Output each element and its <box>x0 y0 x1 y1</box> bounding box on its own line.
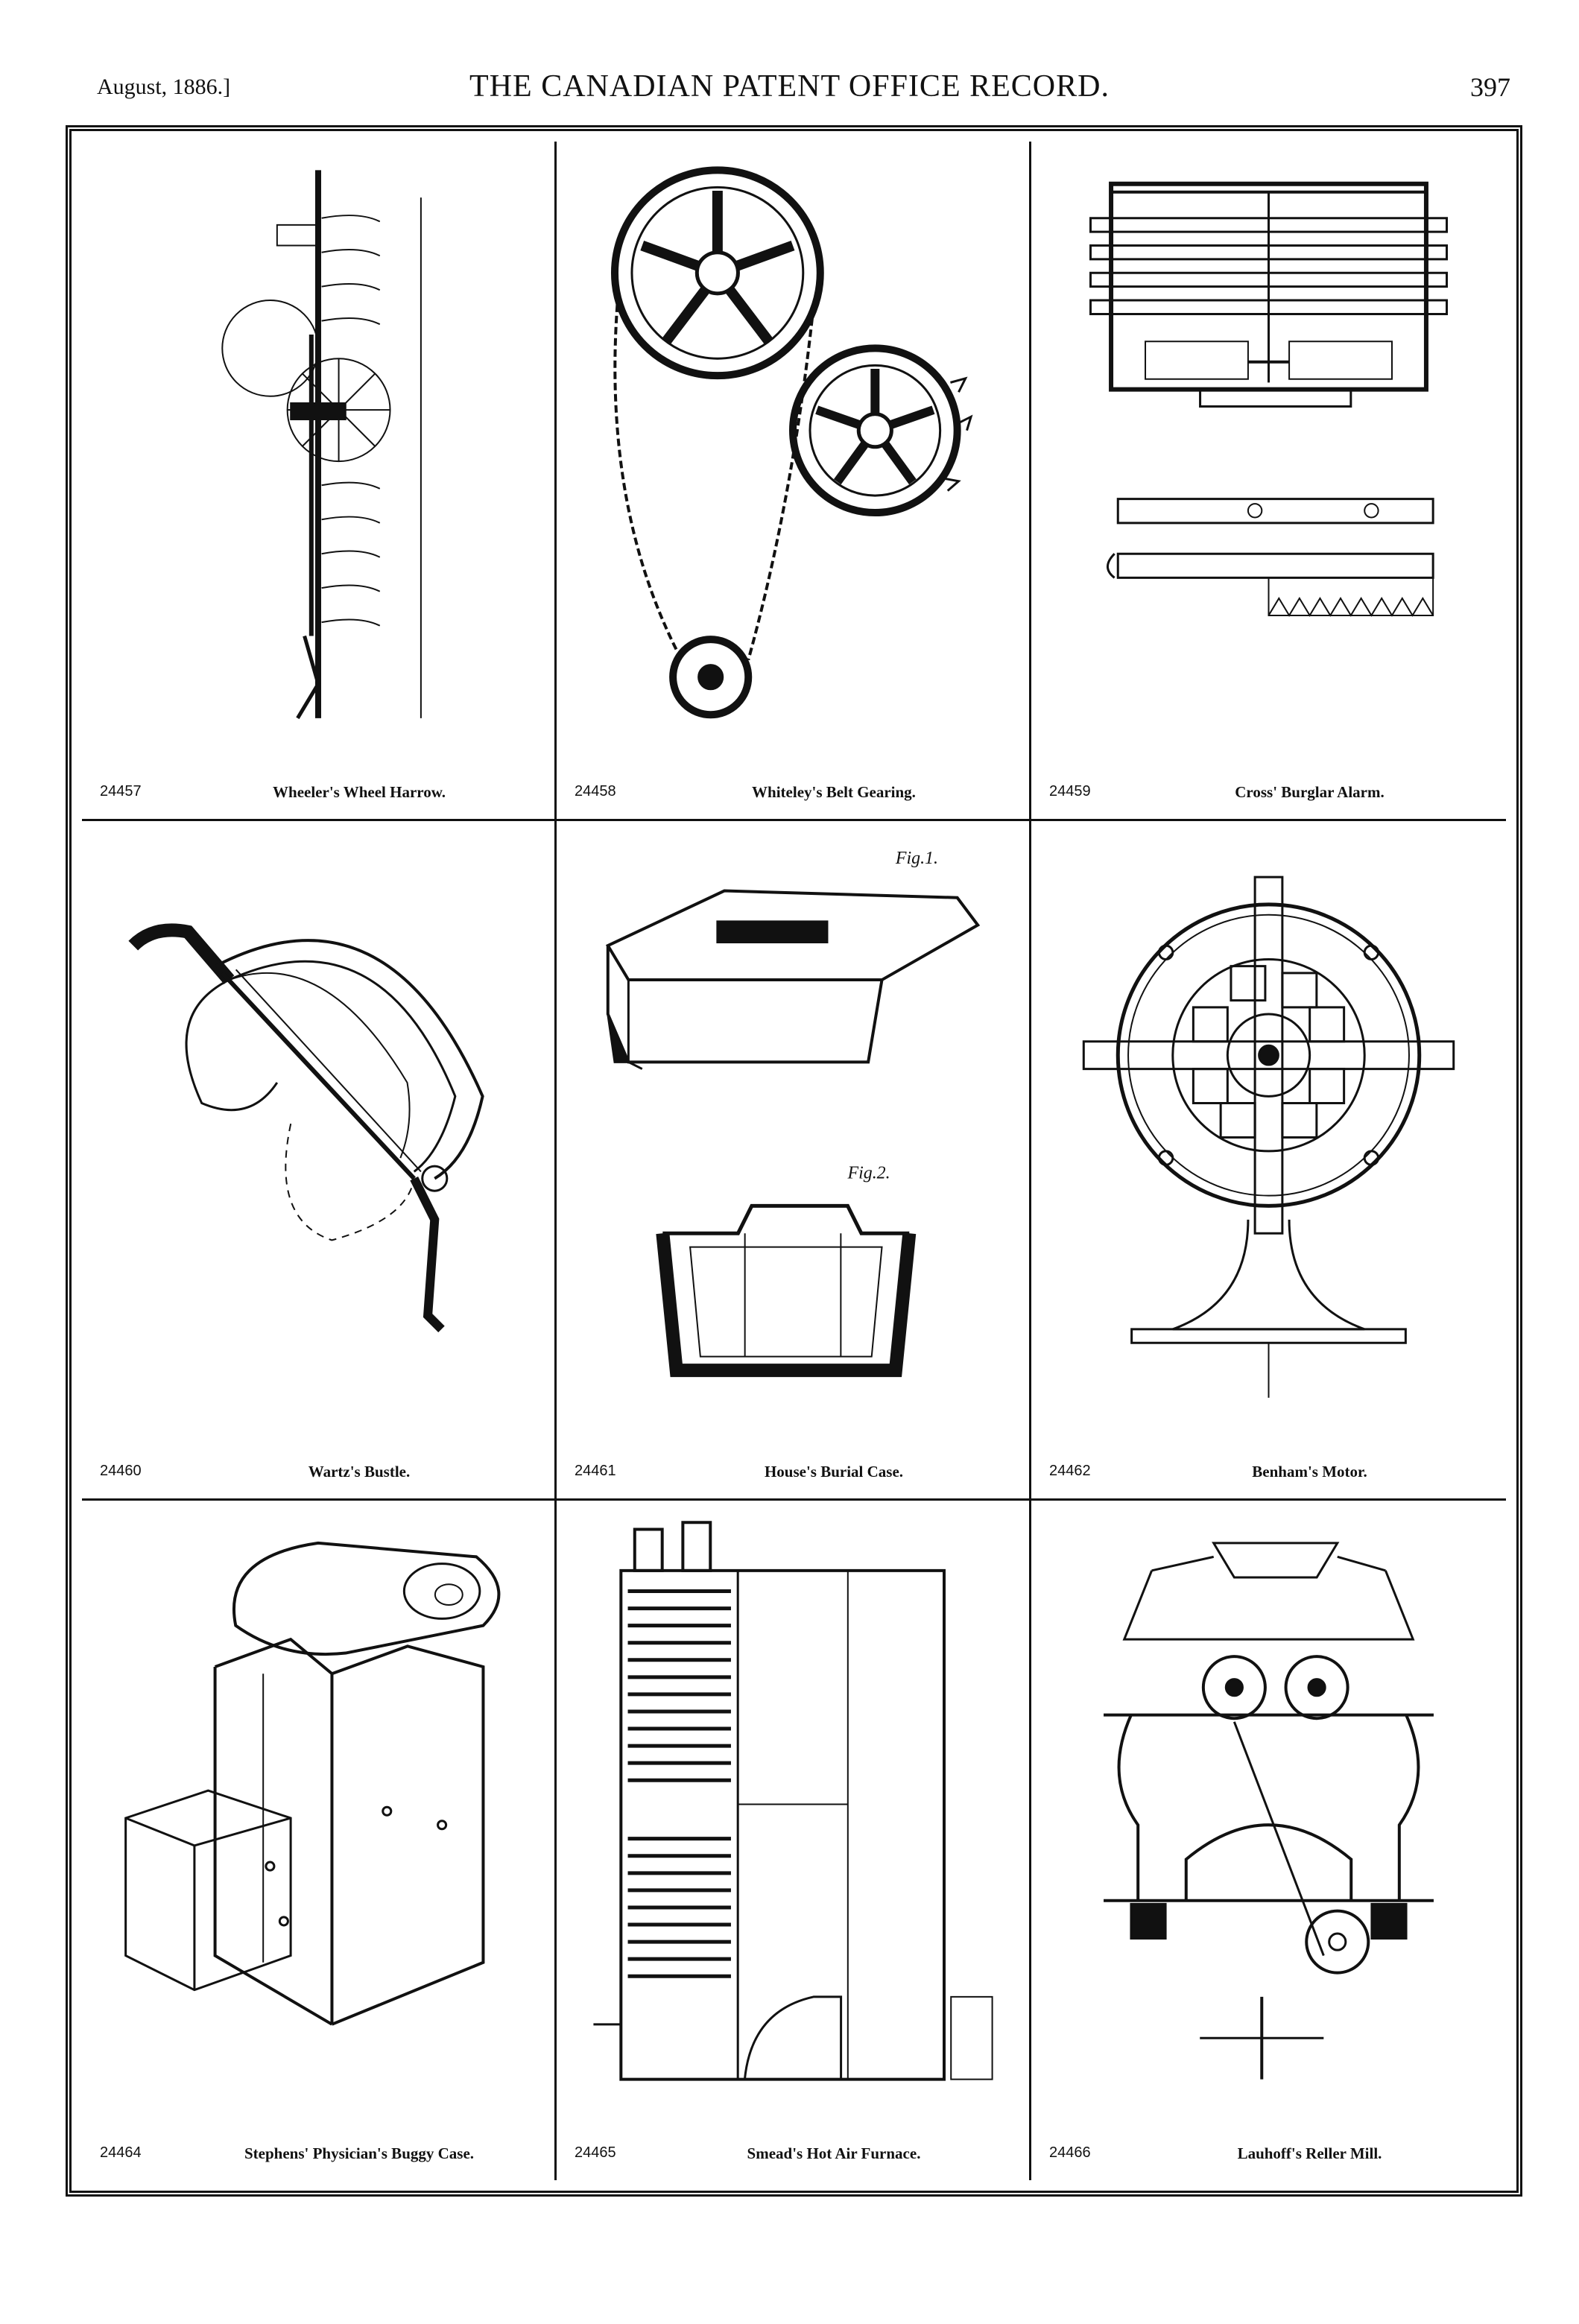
figure-grid: 24457 Wheeler's Wheel Harrow. <box>82 142 1506 2180</box>
page-header: August, 1886.] THE CANADIAN PATENT OFFIC… <box>0 69 1579 113</box>
figure-cell: Fig.1. Fig.2. 24461 House's Burial Case. <box>557 821 1031 1501</box>
patent-number: 24464 <box>100 2144 142 2161</box>
patent-number: 24460 <box>100 1463 142 1479</box>
fig-1-label: Fig.1. <box>895 849 938 868</box>
figure-caption: 24458 Whiteley's Belt Gearing. <box>567 780 1019 805</box>
bustle-drawing <box>97 836 539 1439</box>
figure-cell: 24458 Whiteley's Belt Gearing. <box>557 142 1031 821</box>
patent-number: 24459 <box>1049 783 1091 800</box>
figure-cell: 24462 Benham's Motor. <box>1031 821 1506 1501</box>
patent-number: 24462 <box>1049 1463 1091 1479</box>
patent-title: Stephens' Physician's Buggy Case. <box>244 2144 475 2162</box>
patent-title: Cross' Burglar Alarm. <box>1235 783 1385 801</box>
burial-case-drawing: Fig.1. Fig.2. <box>572 836 1014 1439</box>
figure-caption: 24457 Wheeler's Wheel Harrow. <box>92 780 544 805</box>
buggy-case-drawing <box>97 1516 539 2121</box>
patent-number: 24465 <box>575 2144 616 2161</box>
hot-air-furnace-drawing <box>572 1516 1014 2121</box>
figure-cell: 24465 Smead's Hot Air Furnace. <box>557 1501 1031 2180</box>
wheel-harrow-drawing <box>97 156 539 759</box>
issue-date: August, 1886.] <box>97 75 231 99</box>
figure-caption: 24461 House's Burial Case. <box>567 1460 1019 1485</box>
figure-caption: 24464 Stephens' Physician's Buggy Case. <box>92 2141 544 2167</box>
patent-number: 24458 <box>575 783 616 800</box>
patent-title: Wartz's Bustle. <box>308 1463 411 1481</box>
figure-cell: 24466 Lauhoff's Reller Mill. <box>1031 1501 1506 2180</box>
motor-drawing <box>1046 836 1491 1439</box>
figure-cell: 24464 Stephens' Physician's Buggy Case. <box>82 1501 557 2180</box>
figure-cell: 24460 Wartz's Bustle. <box>82 821 557 1501</box>
patent-number: 24466 <box>1049 2144 1091 2161</box>
patent-number: 24457 <box>100 783 142 800</box>
belt-gearing-drawing <box>572 156 1014 759</box>
patent-title: Whiteley's Belt Gearing. <box>752 783 916 801</box>
roller-mill-drawing <box>1046 1516 1491 2121</box>
patent-number: 24461 <box>575 1463 616 1479</box>
figure-caption: 24462 Benham's Motor. <box>1042 1460 1496 1485</box>
patent-title: Lauhoff's Reller Mill. <box>1237 2144 1382 2162</box>
figure-caption: 24459 Cross' Burglar Alarm. <box>1042 780 1496 805</box>
figure-frame: 24457 Wheeler's Wheel Harrow. <box>66 125 1522 2197</box>
patent-title: Smead's Hot Air Furnace. <box>747 2144 921 2162</box>
fig-2-label: Fig.2. <box>847 1164 890 1183</box>
journal-title: THE CANADIAN PATENT OFFICE RECORD. <box>469 69 1110 104</box>
figure-caption: 24466 Lauhoff's Reller Mill. <box>1042 2141 1496 2167</box>
patent-title: Wheeler's Wheel Harrow. <box>273 783 446 801</box>
burglar-alarm-drawing <box>1046 156 1491 759</box>
figure-caption: 24465 Smead's Hot Air Furnace. <box>567 2141 1019 2167</box>
page-number: 397 <box>1470 72 1510 102</box>
figure-caption: 24460 Wartz's Bustle. <box>92 1460 544 1485</box>
patent-title: Benham's Motor. <box>1252 1463 1367 1481</box>
figure-cell: 24459 Cross' Burglar Alarm. <box>1031 142 1506 821</box>
figure-cell: 24457 Wheeler's Wheel Harrow. <box>82 142 557 821</box>
patent-title: House's Burial Case. <box>764 1463 904 1481</box>
